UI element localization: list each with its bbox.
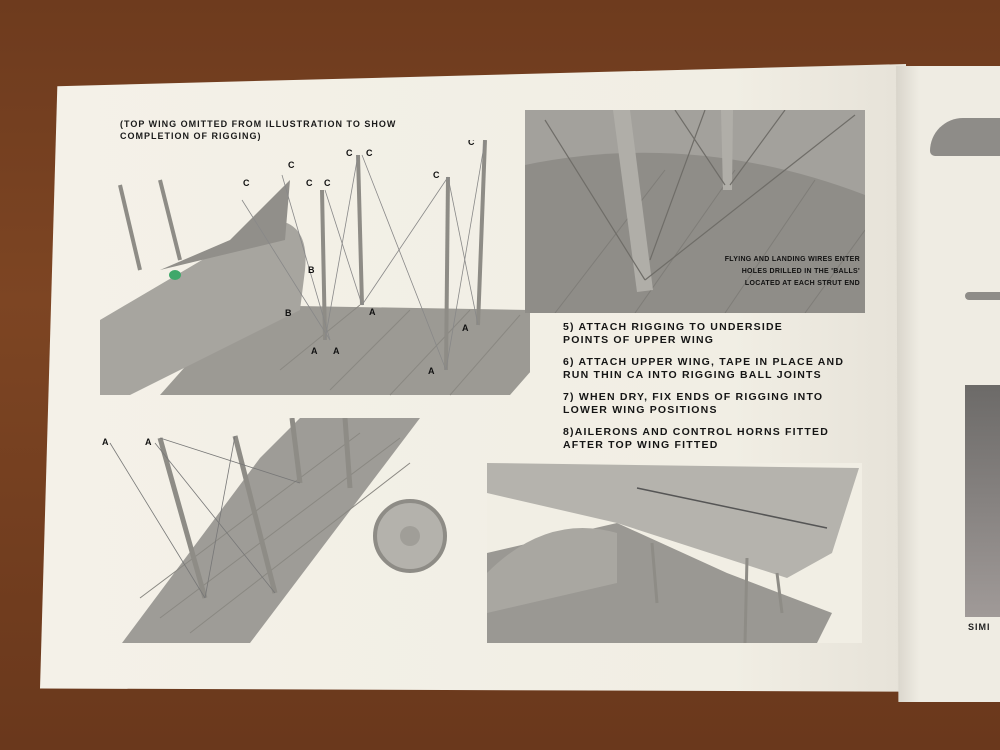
rigging-label: C (366, 148, 373, 158)
rigging-label: C (243, 178, 250, 188)
rigging-label: C (433, 170, 440, 180)
note-line: LOCATED AT EACH STRUT END (744, 280, 860, 287)
rigging-label: A (369, 307, 376, 317)
rigging-illustration: C C C C C C C C B B A A A A A (100, 140, 530, 396)
rigging-label: B (285, 308, 292, 318)
rigging-label: A (462, 323, 469, 333)
caption-line: COMPLETION OF RIGGING) (120, 131, 262, 141)
rigging-label: B (308, 265, 315, 275)
note-line: FLYING AND LANDING WIRES ENTER (724, 256, 860, 263)
rigging-label: C (346, 148, 353, 158)
rigging-label: C (306, 178, 313, 188)
step-line: AFTER TOP WING FITTED (563, 438, 719, 451)
note-line: HOLES DRILLED IN THE 'BALLS' (741, 268, 860, 275)
rigging-label: A (102, 437, 109, 447)
rigging-label: A (333, 346, 340, 356)
lower-wing-illustration: A A (102, 418, 447, 643)
step-line: 5) ATTACH RIGGING TO UNDERSIDE (563, 321, 783, 333)
caption-line: (TOP WING OMITTED FROM ILLUSTRATION TO S… (120, 119, 397, 129)
upper-wing-fitted-illustration (487, 463, 862, 643)
step-line: 7) WHEN DRY, FIX ENDS OF RIGGING INTO (563, 391, 824, 403)
facing-page-shape (965, 292, 1000, 300)
facing-page-photo (965, 385, 1000, 617)
step-line: 6) ATTACH UPPER WING, TAPE IN PLACE AND (563, 356, 845, 368)
facing-page-shape (930, 118, 1000, 156)
step-line: RUN THIN CA INTO RIGGING BALL JOINTS (563, 368, 822, 381)
illustration-caption: (TOP WING OMITTED FROM ILLUSTRATION TO S… (120, 118, 396, 142)
rigging-label: A (311, 346, 318, 356)
facing-page-caption: SIMI (968, 622, 991, 632)
rigging-label: A (145, 437, 152, 447)
photo-annotation: FLYING AND LANDING WIRES ENTER HOLES DRI… (690, 254, 860, 290)
rigging-label: C (468, 140, 475, 147)
strut-closeup-photo (525, 110, 865, 313)
step-line: POINTS OF UPPER WING (563, 333, 715, 346)
step-line: 8)AILERONS AND CONTROL HORNS FITTED (563, 426, 830, 438)
rigging-label: C (288, 160, 295, 170)
step-line: LOWER WING POSITIONS (563, 403, 718, 416)
rigging-label: A (428, 366, 435, 376)
rigging-label: C (324, 178, 331, 188)
